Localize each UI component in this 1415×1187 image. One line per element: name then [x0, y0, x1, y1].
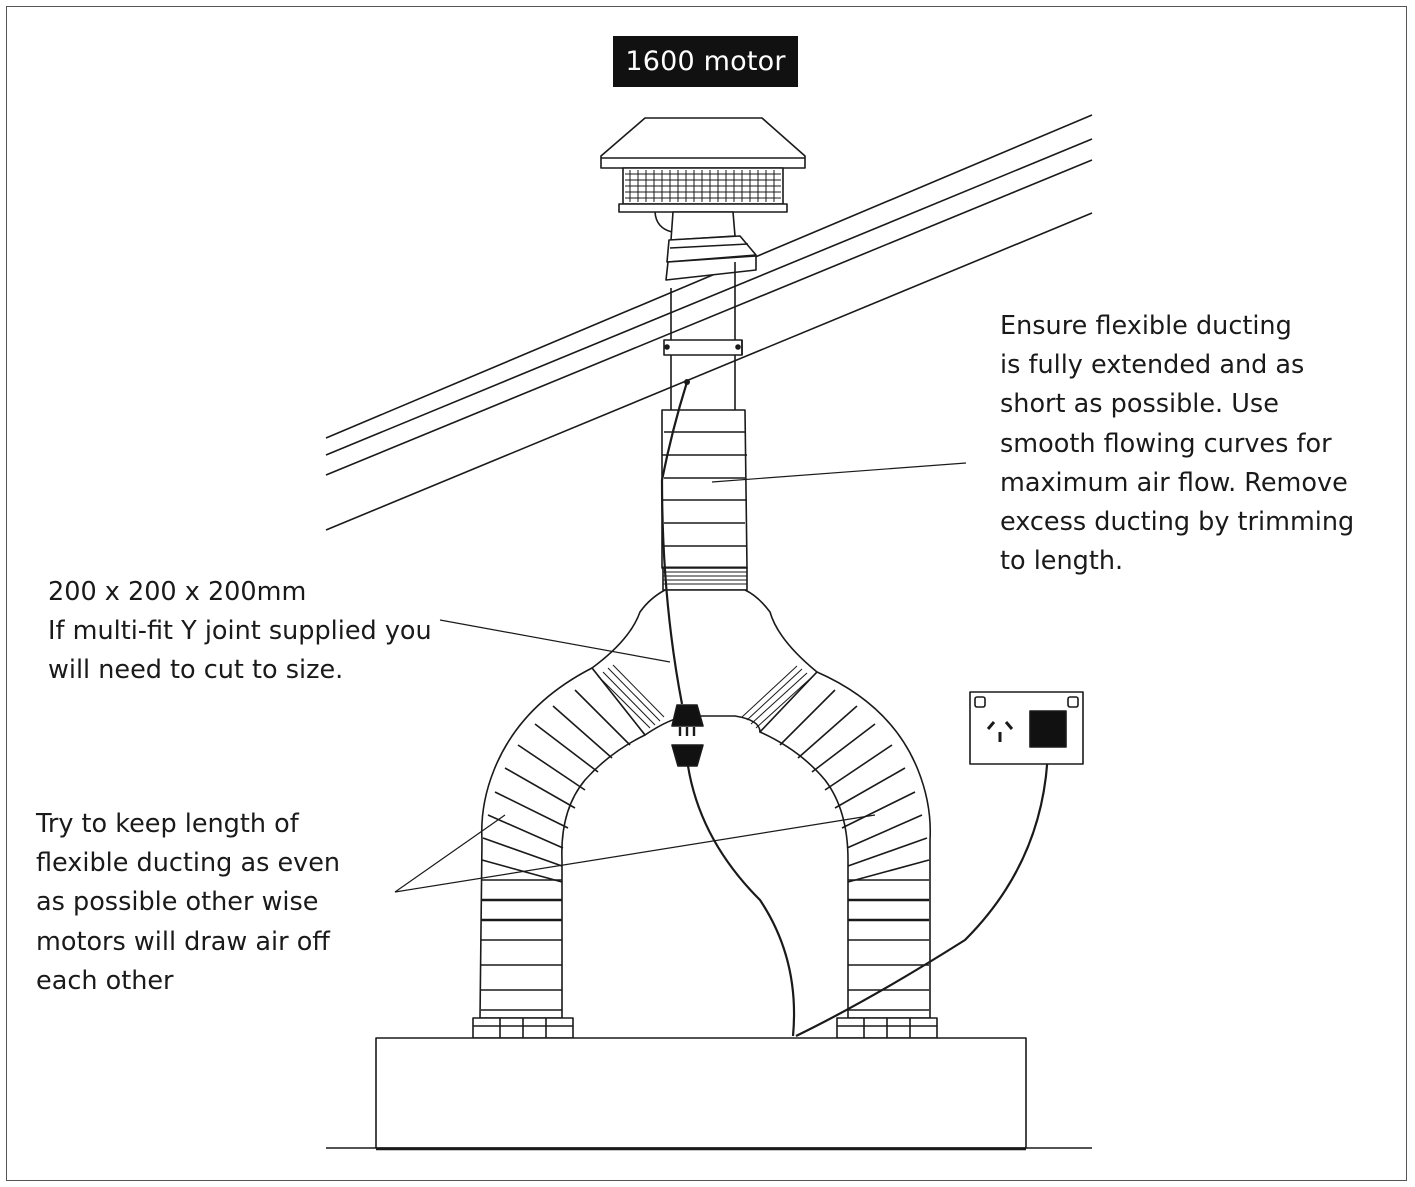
- note-line: will need to cut to size.: [48, 655, 344, 686]
- power-cable: [660, 381, 1050, 1037]
- roof-flashing: [665, 211, 757, 281]
- motor-title-label: 1600 motor: [613, 36, 798, 87]
- roof-lines: [325, 114, 1093, 531]
- motor-cowl: [600, 117, 806, 233]
- note-line: maximum air flow. Remove: [1000, 467, 1348, 498]
- note-line: short as possible. Use: [1000, 389, 1279, 420]
- rangehood-body: [326, 1037, 1092, 1151]
- power-outlet: [969, 691, 1084, 765]
- note-y-joint: 200 x 200 x 200mm If multi-fit Y joint s…: [48, 573, 432, 691]
- note-line: Try to keep length of: [36, 809, 299, 839]
- note-line: each other: [36, 965, 174, 996]
- note-line: as possible other wise: [36, 887, 319, 918]
- note-line: If multi-fit Y joint supplied you: [48, 616, 432, 647]
- note-line: to length.: [1000, 546, 1124, 577]
- note-line: Ensure flexible ducting: [1000, 311, 1292, 341]
- title-background: [613, 36, 798, 87]
- left-flex-elbow: [472, 664, 665, 1039]
- plug-connector: [671, 704, 704, 767]
- note-line: 200 x 200 x 200mm: [48, 577, 307, 607]
- note-line: smooth flowing curves for: [1000, 428, 1332, 459]
- cowl-mesh: [625, 170, 781, 202]
- leader-lines: [394, 462, 967, 893]
- note-line: excess ducting by trimming: [1000, 507, 1355, 538]
- note-line: motors will draw air off: [36, 926, 330, 957]
- motor-title-text: 1600 motor: [625, 46, 786, 77]
- y-joint: [591, 589, 818, 736]
- upper-flex-duct: [661, 409, 748, 591]
- cable-entry-dot: [684, 379, 690, 385]
- note-even-ducting: Try to keep length of flexible ducting a…: [36, 805, 340, 1001]
- note-flexible-ducting: Ensure flexible ducting is fully extende…: [1000, 307, 1354, 581]
- vertical-pipe: [663, 262, 743, 410]
- right-flex-elbow: [741, 665, 938, 1039]
- note-line: is fully extended and as: [1000, 350, 1305, 381]
- note-line: flexible ducting as even: [36, 848, 341, 879]
